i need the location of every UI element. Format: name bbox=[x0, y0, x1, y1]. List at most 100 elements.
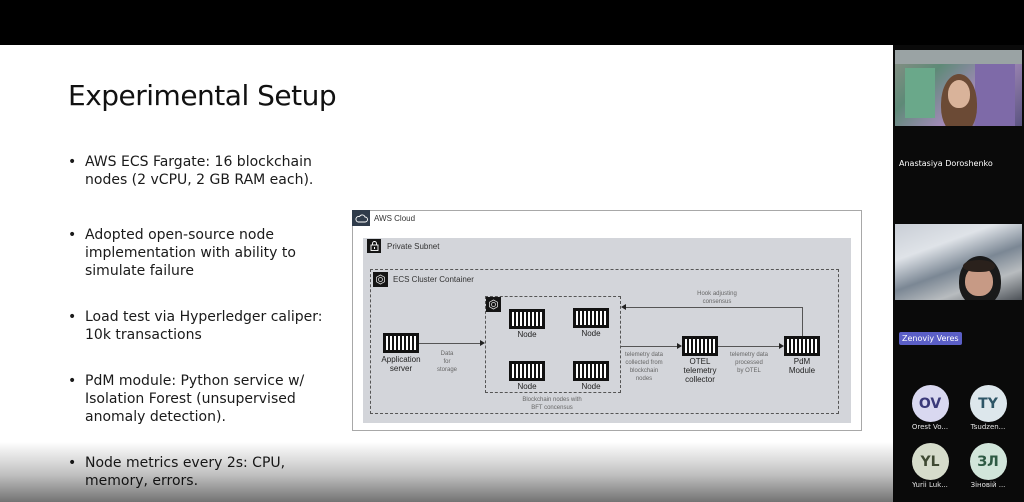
bullet-line: Node metrics every 2s: CPU, bbox=[85, 455, 286, 471]
arrow-head bbox=[480, 340, 485, 346]
bullet-line: 10k transactions bbox=[85, 327, 202, 343]
connector-line bbox=[625, 307, 803, 308]
bullet-line: memory, errors. bbox=[85, 473, 199, 489]
architecture-diagram: AWS Cloud Private Subnet ECS Cluster Con… bbox=[352, 210, 862, 431]
bullet-line: implementation with ability to bbox=[85, 245, 296, 261]
bullet-line: Load test via Hyperledger caliper: bbox=[85, 309, 323, 325]
label-line: Hook adjusting bbox=[697, 291, 737, 297]
participant-tile[interactable]: TY Tsudzen... bbox=[958, 385, 1018, 431]
bullet-line: simulate failure bbox=[85, 263, 194, 279]
node-icon bbox=[509, 361, 545, 381]
node-icon bbox=[573, 361, 609, 381]
participant-tile[interactable]: OV Orest Vo... bbox=[900, 385, 960, 431]
participant-tile[interactable]: ЗЛ Зіновій ... bbox=[958, 443, 1018, 489]
label-line: processed bbox=[735, 360, 763, 366]
window-background bbox=[895, 50, 1022, 64]
participant-video[interactable] bbox=[895, 224, 1022, 300]
bullet-item: • Load test via Hyperledger caliper: 10k… bbox=[68, 308, 338, 344]
blockchain-caption: Blockchain nodes with BFT concensus bbox=[497, 396, 607, 412]
node-label: Node bbox=[581, 329, 601, 338]
connector-line bbox=[621, 346, 678, 347]
poster-left bbox=[905, 68, 935, 118]
participant-name: Zenoviy Veres bbox=[899, 332, 962, 345]
ecs-cluster-container: ECS Cluster Container Application server… bbox=[370, 269, 839, 414]
label-line: collected from bbox=[625, 360, 663, 366]
participant-face bbox=[948, 80, 970, 108]
node-icon bbox=[509, 309, 545, 329]
pdm-module-icon bbox=[784, 336, 820, 356]
label-line: BFT concensus bbox=[531, 405, 573, 411]
avatar: OV bbox=[911, 385, 949, 422]
connector-line bbox=[802, 307, 803, 336]
node-label: Node bbox=[517, 382, 537, 391]
bullet-glyph: • bbox=[68, 455, 77, 471]
bullet-glyph: • bbox=[68, 309, 77, 325]
label-line: Application bbox=[381, 355, 421, 364]
bullet-item: • AWS ECS Fargate: 16 blockchain nodes (… bbox=[68, 153, 338, 189]
label-line: by OTEL bbox=[737, 368, 761, 374]
private-subnet: Private Subnet ECS Cluster Container App… bbox=[363, 238, 851, 423]
presentation-slide: Experimental Setup • AWS ECS Fargate: 16… bbox=[0, 45, 893, 502]
arrow-head bbox=[779, 343, 784, 349]
ecs-cluster-label: ECS Cluster Container bbox=[393, 275, 474, 284]
private-subnet-label: Private Subnet bbox=[387, 242, 440, 251]
application-server-icon bbox=[383, 333, 419, 353]
label-line: telemetry bbox=[683, 366, 717, 375]
bullet-glyph: • bbox=[68, 154, 77, 170]
bullet-item: • Node metrics every 2s: CPU, memory, er… bbox=[68, 454, 338, 490]
otel-collector-label: OTEL telemetry collector bbox=[672, 357, 728, 384]
telemetry-collected-label: telemetry data collected from blockchain… bbox=[616, 351, 672, 383]
poster-right bbox=[975, 64, 1015, 126]
label-line: for bbox=[443, 359, 451, 365]
application-server-label: Application server bbox=[373, 355, 429, 373]
aws-cloud-label: AWS Cloud bbox=[374, 214, 416, 223]
bullet-glyph: • bbox=[68, 373, 77, 389]
arrow-head bbox=[677, 343, 682, 349]
telemetry-processed-label: telemetry data processed by OTEL bbox=[722, 351, 776, 375]
bullet-line: anomaly detection). bbox=[85, 409, 226, 425]
label-line: Blockchain nodes with bbox=[522, 397, 582, 403]
ecs-service-icon bbox=[486, 297, 501, 312]
hook-adjusting-label: Hook adjusting consensus bbox=[677, 290, 757, 306]
cloud-icon bbox=[352, 210, 370, 226]
pdm-module-label: PdM Module bbox=[774, 357, 830, 375]
label-line: OTEL bbox=[689, 357, 711, 366]
label-line: telemetry data bbox=[624, 352, 664, 358]
label-line: telemetry data bbox=[729, 352, 769, 358]
label-line: storage bbox=[436, 367, 457, 373]
bullet-line: Isolation Forest (unsupervised bbox=[85, 391, 296, 407]
participant-name: Anastasiya Doroshenko bbox=[899, 159, 993, 168]
bullet-item: • PdM module: Python service w/ Isolatio… bbox=[68, 372, 338, 426]
participant-name: Orest Vo... bbox=[911, 423, 949, 431]
node-icon bbox=[573, 308, 609, 328]
label-line: Module bbox=[788, 366, 816, 375]
lock-icon bbox=[367, 239, 381, 253]
participant-tile[interactable]: YL Yurii Luk... bbox=[900, 443, 960, 489]
participant-hair bbox=[963, 260, 995, 272]
participants-panel: Anastasiya Doroshenko Zenoviy Veres OV O… bbox=[893, 45, 1024, 502]
connector-line bbox=[419, 343, 481, 344]
avatar: YL bbox=[911, 443, 949, 480]
label-line: collector bbox=[685, 375, 715, 384]
bullet-glyph: • bbox=[68, 227, 77, 243]
bullet-line: AWS ECS Fargate: 16 blockchain bbox=[85, 154, 312, 170]
bullet-line: nodes (2 vCPU, 2 GB RAM each). bbox=[85, 172, 314, 188]
participant-name: Tsudzen... bbox=[970, 423, 1006, 431]
label-line: server bbox=[389, 364, 413, 373]
bullet-item: • Adopted open-source node implementatio… bbox=[68, 226, 338, 280]
bullet-line: PdM module: Python service w/ bbox=[85, 373, 305, 389]
participant-video[interactable] bbox=[895, 50, 1022, 126]
data-for-storage-label: Data for storage bbox=[427, 350, 467, 374]
node-label: Node bbox=[517, 330, 537, 339]
bullet-line: Adopted open-source node bbox=[85, 227, 274, 243]
blockchain-nodes-group: Node Node Node Node bbox=[485, 296, 621, 393]
label-line: Data bbox=[440, 351, 454, 357]
label-line: blockchain bbox=[629, 368, 659, 374]
participant-name: Yurii Luk... bbox=[912, 481, 948, 489]
avatar: ЗЛ bbox=[969, 443, 1007, 480]
arrow-head bbox=[621, 304, 626, 310]
avatar: TY bbox=[969, 385, 1007, 422]
connector-line bbox=[718, 346, 780, 347]
slide-title: Experimental Setup bbox=[68, 79, 337, 112]
otel-collector-icon bbox=[682, 336, 718, 356]
